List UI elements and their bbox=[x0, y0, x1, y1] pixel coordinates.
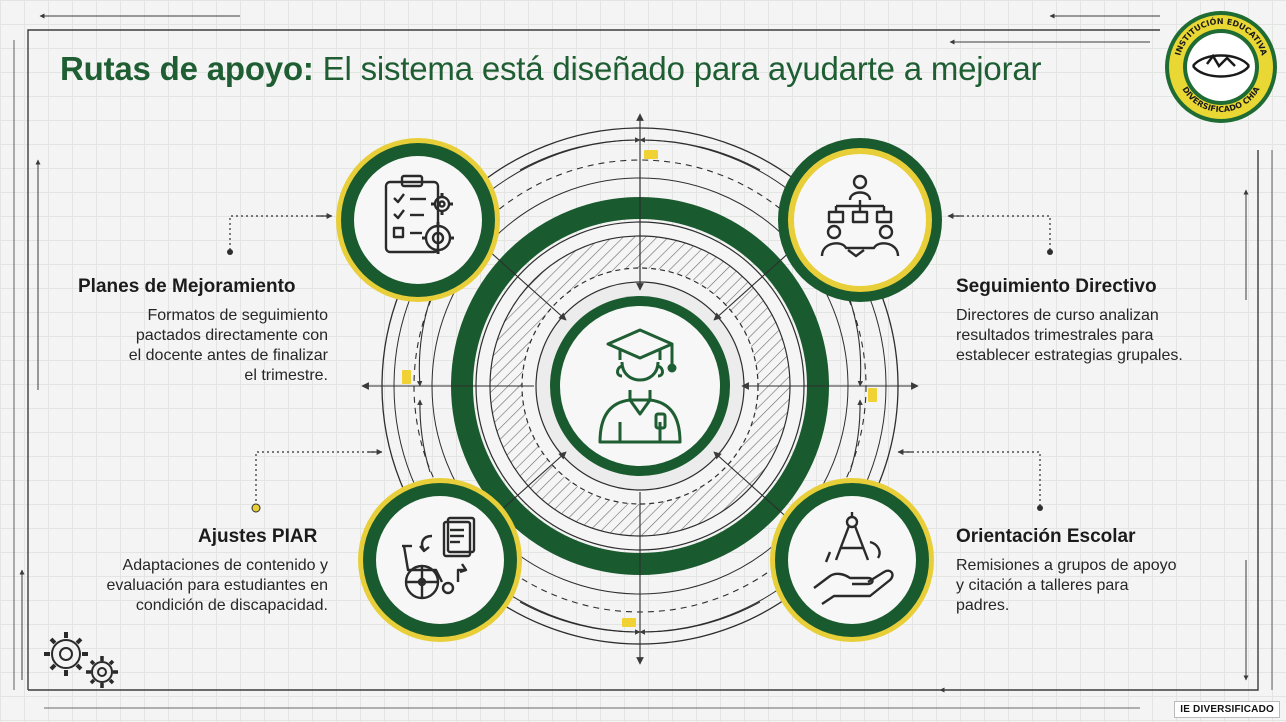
title-rest: El sistema está diseñado para ayudarte a… bbox=[313, 50, 1042, 87]
school-seal-icon: INSTITUCIÓN EDUCATIVA DIVERSIFICADO CHIA bbox=[1165, 11, 1277, 123]
gears-icon bbox=[44, 632, 118, 688]
route-node-piar bbox=[358, 478, 522, 642]
route-node-orientacion bbox=[770, 478, 934, 642]
page-title: Rutas de apoyo: El sistema está diseñado… bbox=[60, 50, 1041, 88]
compass-hand-icon bbox=[813, 512, 894, 605]
watermark-label: IE DIVERSIFICADO bbox=[1174, 701, 1280, 718]
wheelchair-book-icon bbox=[402, 516, 476, 600]
org-chart-handshake-icon bbox=[820, 174, 900, 258]
route-node-planes bbox=[336, 138, 500, 302]
route-desc-orientacion: Remisiones a grupos de apoyo y citación … bbox=[956, 557, 1177, 614]
graduate-student-icon bbox=[598, 328, 682, 444]
route-desc-piar: Adaptaciones de contenido y evaluación p… bbox=[106, 557, 329, 614]
clipboard-checklist-gears-icon bbox=[384, 174, 454, 254]
center-student-node bbox=[550, 296, 730, 476]
route-desc-seguimiento: Directores de curso analizan resultados … bbox=[956, 307, 1183, 364]
route-heading-orientacion: Orientación Escolar bbox=[956, 526, 1136, 547]
title-bold: Rutas de apoyo: bbox=[60, 50, 314, 87]
route-heading-planes: Planes de Mejoramiento bbox=[78, 276, 296, 297]
route-desc-planes: Formatos de seguimiento pactados directa… bbox=[128, 307, 328, 384]
route-heading-seguimiento: Seguimiento Directivo bbox=[956, 276, 1157, 297]
route-node-seguimiento bbox=[778, 138, 942, 302]
route-heading-piar: Ajustes PIAR bbox=[198, 526, 318, 547]
